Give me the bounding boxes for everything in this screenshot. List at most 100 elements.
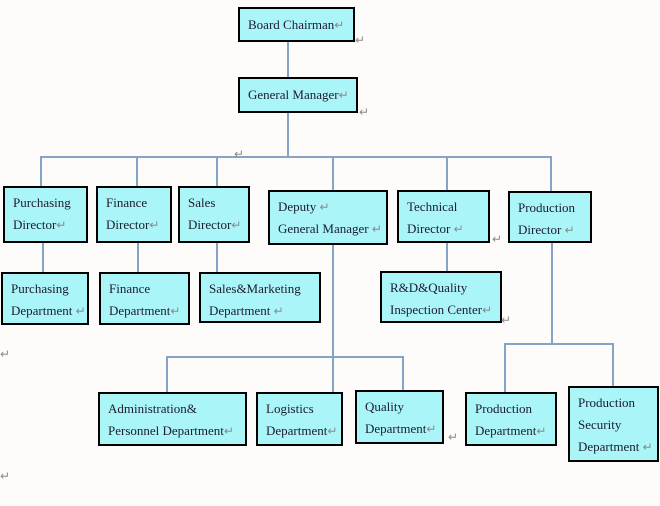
org-box-board-chairman[interactable]: Board Chairman↵ <box>238 7 355 42</box>
org-box-label: General Manager ↵ <box>278 218 384 240</box>
org-box-label: Department↵ <box>365 418 440 440</box>
org-box-label: Director↵ <box>13 214 84 236</box>
connector-line <box>332 156 334 190</box>
org-box-label: Director ↵ <box>407 218 486 240</box>
connector-line <box>166 356 404 358</box>
connector-line <box>137 243 139 272</box>
org-box-label-text: Purchasing <box>11 281 69 296</box>
paragraph-mark-icon: ↵ <box>234 147 245 161</box>
org-box-label: Security <box>578 414 655 436</box>
org-box-label-text: Department <box>365 421 427 436</box>
org-box-label-text: Finance <box>109 281 151 296</box>
org-box-label-text: Production <box>518 200 576 215</box>
line-break-mark-icon: ↵ <box>426 422 437 436</box>
org-box-label-text: Deputy <box>278 199 320 214</box>
org-box-label: Purchasing <box>11 278 85 300</box>
paragraph-mark-icon: ↵ <box>448 430 459 444</box>
connector-line <box>40 156 552 158</box>
line-break-mark-icon: ↵ <box>223 424 234 438</box>
org-box-label: Department ↵ <box>578 436 655 458</box>
org-box-label: Logistics <box>266 398 339 420</box>
org-box-label: Department↵ <box>266 420 339 442</box>
line-break-mark-icon: ↵ <box>536 424 547 438</box>
org-box-label-text: General Manager <box>278 221 372 236</box>
org-box-label: Director↵ <box>188 214 246 236</box>
org-box-label-text: Security <box>578 417 622 432</box>
line-break-mark-icon: ↵ <box>319 200 330 214</box>
paragraph-mark-icon: ↵ <box>0 347 11 361</box>
org-box-label-text: Inspection Center <box>390 302 483 317</box>
connector-line <box>550 156 552 191</box>
connector-line <box>446 243 448 271</box>
org-box-label-text: R&D&Quality <box>390 280 468 295</box>
connector-line <box>332 245 334 392</box>
org-box-label-text: Director <box>407 221 454 236</box>
org-box-label: Purchasing <box>13 192 84 214</box>
line-break-mark-icon: ↵ <box>482 303 493 317</box>
line-break-mark-icon: ↵ <box>149 218 160 232</box>
org-box-label: Department ↵ <box>209 300 317 322</box>
connector-line <box>166 356 168 392</box>
org-box-label: R&D&Quality <box>390 277 498 299</box>
org-box-label: Production <box>578 392 655 414</box>
org-box-deputy-general-manager[interactable]: Deputy ↵General Manager ↵ <box>268 190 388 245</box>
line-break-mark-icon: ↵ <box>453 222 464 236</box>
line-break-mark-icon: ↵ <box>371 222 382 236</box>
connector-line <box>504 343 614 345</box>
org-box-label: Director ↵ <box>518 219 588 241</box>
org-box-label-text: Personnel Department <box>108 423 224 438</box>
org-box-label-text: Department <box>475 423 537 438</box>
org-box-label-text: Technical <box>407 199 458 214</box>
paragraph-mark-icon: ↵ <box>355 33 366 47</box>
line-break-mark-icon: ↵ <box>642 440 653 454</box>
line-break-mark-icon: ↵ <box>327 424 338 438</box>
connector-line <box>551 243 553 344</box>
connector-line <box>216 243 218 272</box>
org-box-label-text: Director <box>518 222 565 237</box>
org-box-label-text: Quality <box>365 399 404 414</box>
line-break-mark-icon: ↵ <box>273 304 284 318</box>
org-box-label-text: Department <box>209 303 274 318</box>
org-box-label: Department↵ <box>109 300 186 322</box>
connector-line <box>402 356 404 390</box>
org-box-label: Inspection Center↵ <box>390 299 498 321</box>
org-box-label-text: Production <box>475 401 533 416</box>
org-box-label: Production <box>475 398 553 420</box>
org-box-label: Quality <box>365 396 440 418</box>
paragraph-mark-icon: ↵ <box>492 232 503 246</box>
org-box-label-text: Finance <box>106 195 148 210</box>
connector-line <box>136 156 138 186</box>
org-box-label: Personnel Department↵ <box>108 420 243 442</box>
line-break-mark-icon: ↵ <box>334 17 345 32</box>
connector-line <box>612 343 614 386</box>
paragraph-mark-icon: ↵ <box>501 313 512 327</box>
org-box-label: Administration& <box>108 398 243 420</box>
org-box-label-text: Logistics <box>266 401 314 416</box>
org-box-label-text: Administration& <box>108 401 197 416</box>
org-box-label: General Manager↵ <box>248 84 349 106</box>
org-box-label: Department ↵ <box>11 300 86 322</box>
org-box-label: Technical <box>407 196 486 218</box>
line-break-mark-icon: ↵ <box>231 218 242 232</box>
connector-line <box>216 156 218 190</box>
paragraph-mark-icon: ↵ <box>0 469 11 483</box>
org-box-label: Board Chairman↵ <box>248 14 344 36</box>
org-box-label: Deputy ↵ <box>278 196 384 218</box>
org-box-label-text: Board Chairman <box>248 16 335 32</box>
org-box-administration-personnel-department[interactable]: Administration&Personnel Department↵ <box>98 392 247 446</box>
org-box-general-manager[interactable]: General Manager↵ <box>238 77 358 113</box>
